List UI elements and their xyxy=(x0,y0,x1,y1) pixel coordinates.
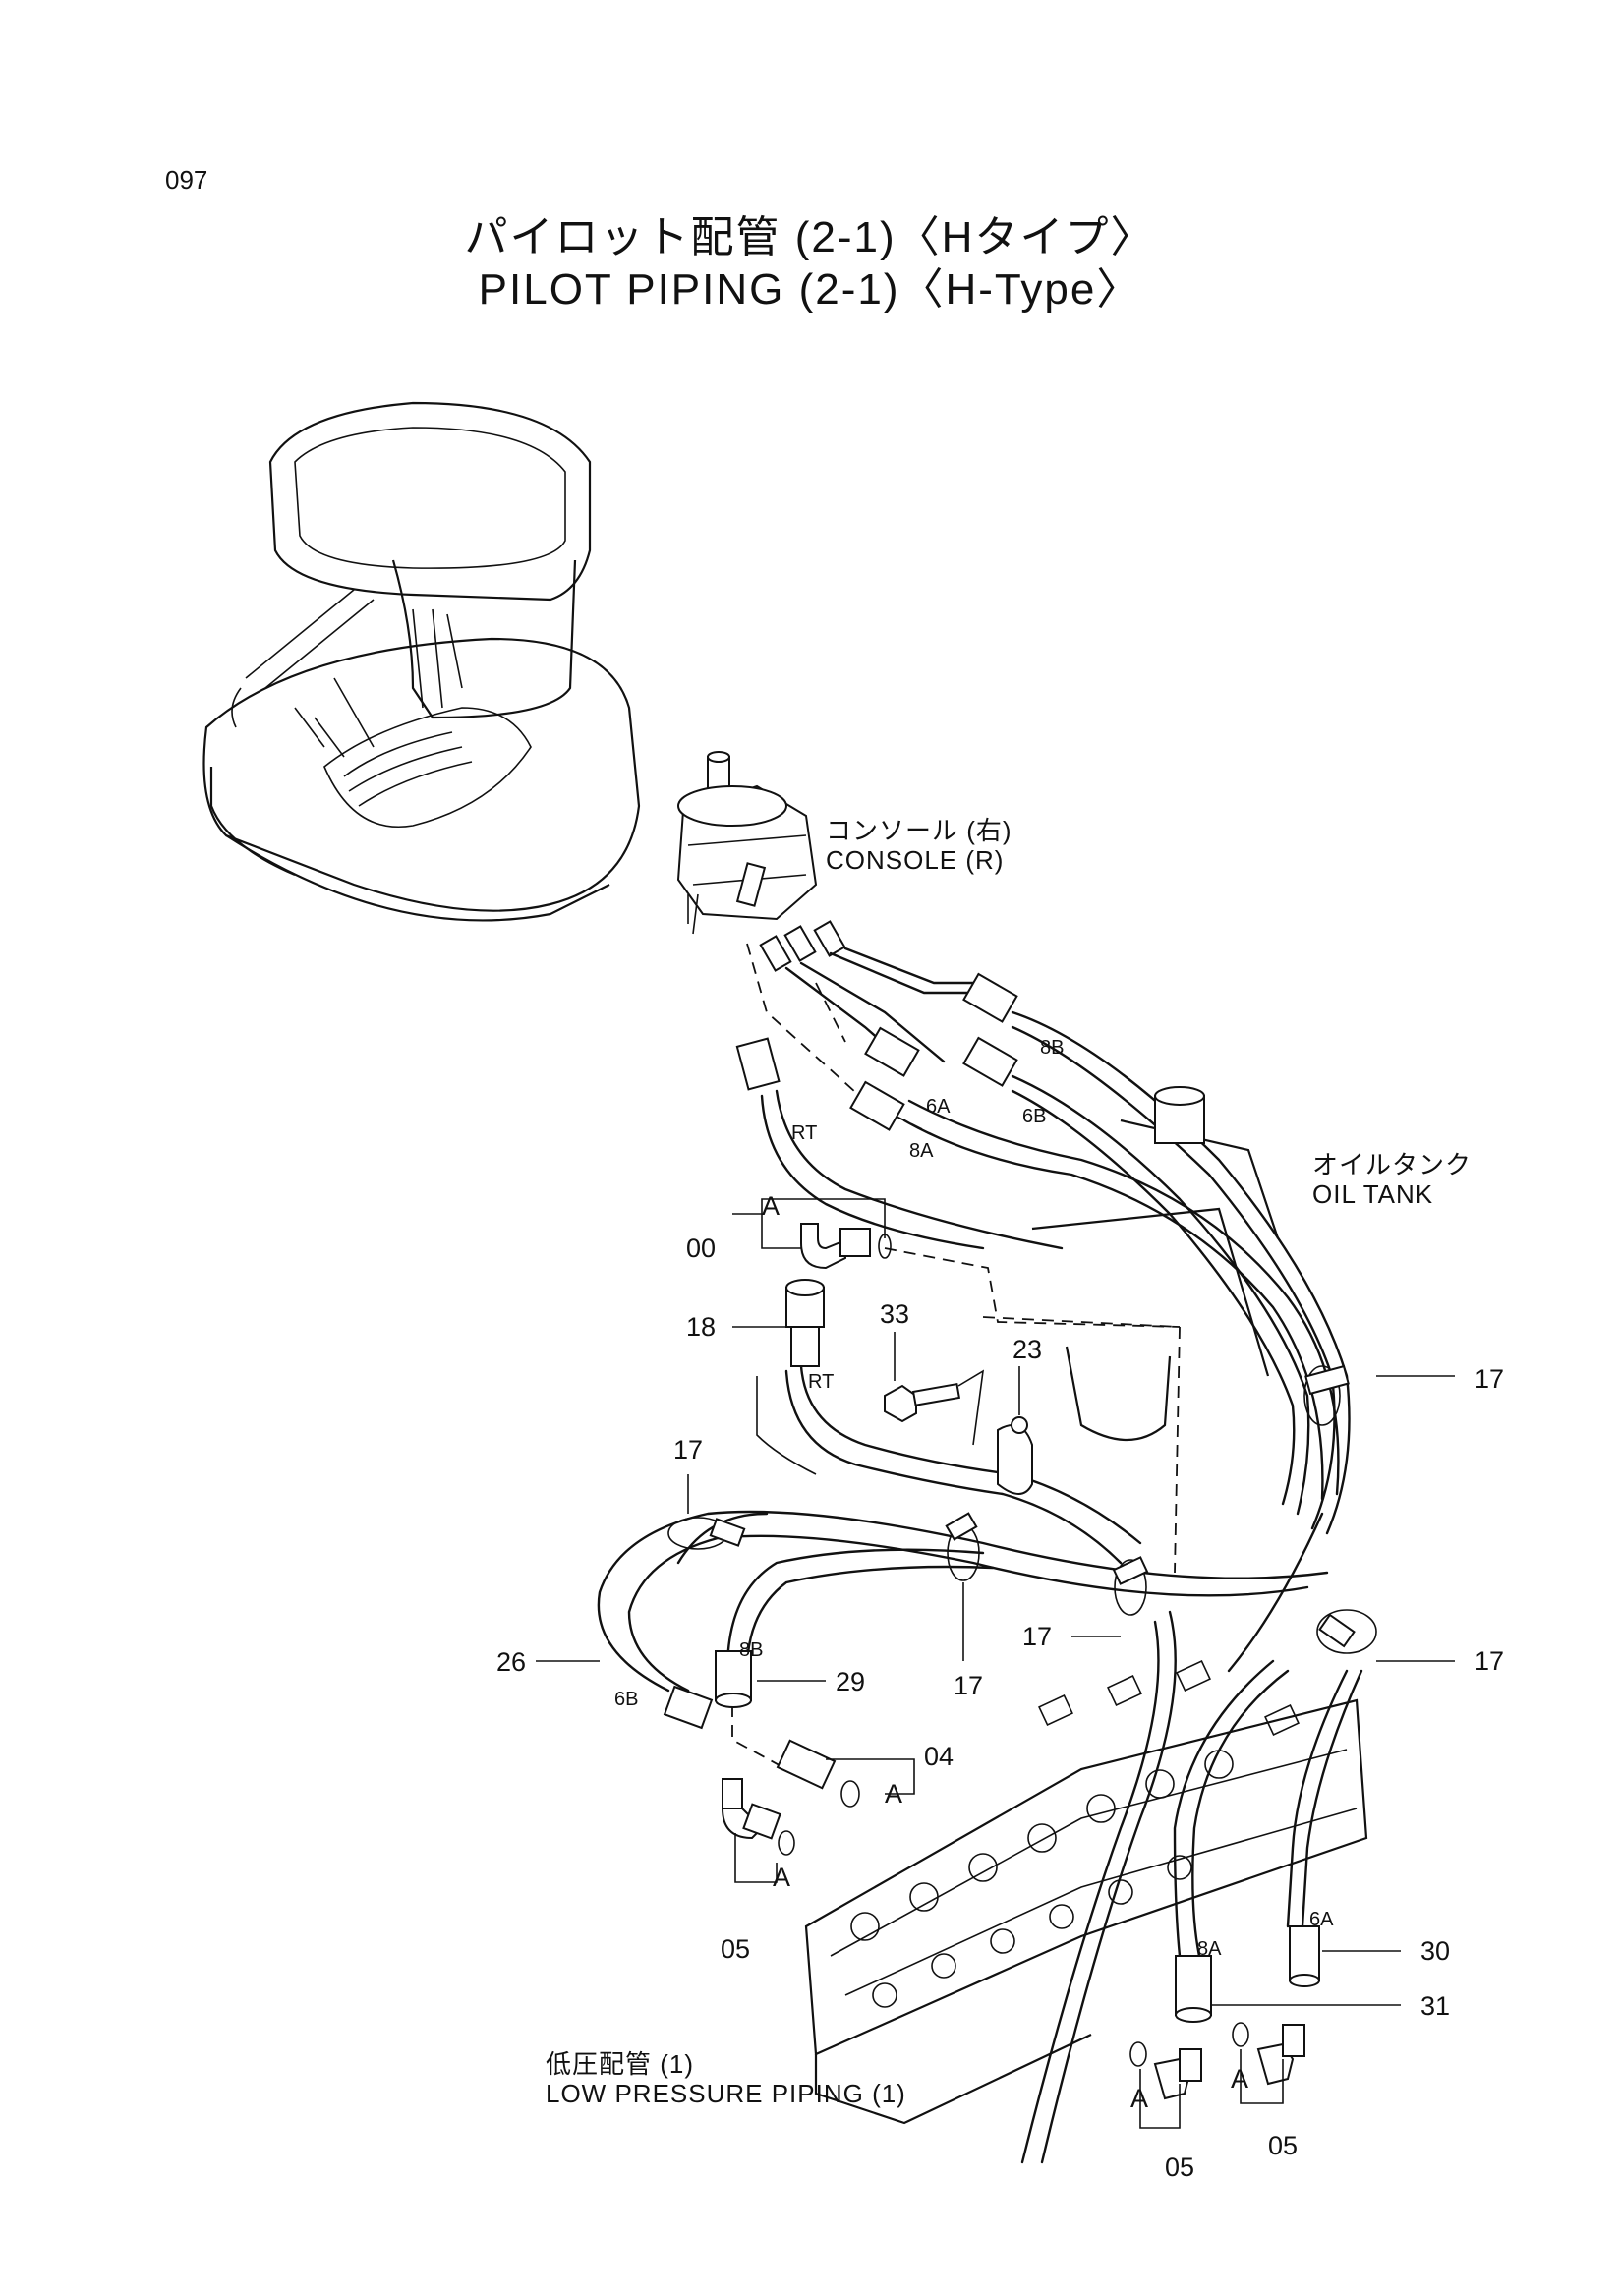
part-number-05-bottom1: 05 xyxy=(1165,2152,1195,2182)
console-label-jp: コンソール (右) xyxy=(826,816,1012,845)
fitting-8a-upper xyxy=(849,1080,905,1131)
part-number-18: 18 xyxy=(686,1312,717,1342)
title-japanese: パイロット配管 (2-1)〈Hタイプ〉 xyxy=(464,213,1156,261)
port-mark-a-04: A xyxy=(885,1779,903,1808)
elbow-fitting-05-bottom-1 xyxy=(1129,2041,1202,2100)
adapter-18 xyxy=(785,1279,825,1367)
leader-lines xyxy=(536,1198,1455,2129)
console-label-en: CONSOLE (R) xyxy=(826,845,1005,875)
clamp-17-middle xyxy=(945,1512,980,1581)
part-number-05-left: 05 xyxy=(721,1934,751,1964)
part-number-31: 31 xyxy=(1420,1991,1451,2021)
oil-tank xyxy=(982,1086,1280,1574)
fitting-6b-upper xyxy=(962,1036,1018,1087)
port-mark-8a-lower: 8A xyxy=(1197,1938,1222,1960)
part-number-33: 33 xyxy=(880,1299,910,1329)
fitting-04 xyxy=(776,1739,860,1808)
low-pressure-label-jp: 低圧配管 (1) xyxy=(546,2049,695,2079)
port-mark-6a: 6A xyxy=(926,1096,951,1118)
title-english: PILOT PIPING (2-1)〈H-Type〉 xyxy=(478,265,1142,314)
fitting-8b-upper xyxy=(962,972,1018,1023)
port-mark-a-05-bottom2: A xyxy=(1231,2064,1249,2094)
part-number-05-bottom2: 05 xyxy=(1268,2131,1299,2160)
part-number-17-right-top: 17 xyxy=(1475,1364,1505,1394)
port-mark-a-05-left: A xyxy=(773,1863,791,1892)
elbow-fitting-05-bottom-2 xyxy=(1232,2022,1305,2086)
port-mark-8b: 8B xyxy=(1040,1037,1065,1059)
oil-tank-label-jp: オイルタンク xyxy=(1312,1150,1473,1179)
fitting-31 xyxy=(1175,1955,1212,2023)
port-mark-6b-lower: 6B xyxy=(614,1689,639,1710)
port-mark-rt-upper: RT xyxy=(791,1122,818,1144)
clamp-17-left xyxy=(667,1517,746,1550)
part-number-29: 29 xyxy=(836,1667,866,1696)
clamp-17-right-top xyxy=(1303,1364,1350,1426)
port-mark-rt-middle: RT xyxy=(808,1371,835,1393)
elbow-fitting-05-left xyxy=(721,1778,795,1856)
low-pressure-label-en: LOW PRESSURE PIPING (1) xyxy=(546,2079,906,2108)
part-number-04: 04 xyxy=(924,1742,955,1771)
port-mark-8a: 8A xyxy=(909,1140,934,1162)
part-number-17-middle: 17 xyxy=(954,1671,984,1700)
part-number-30: 30 xyxy=(1420,1936,1451,1966)
port-mark-6a-lower: 6A xyxy=(1309,1909,1334,1930)
machine-overview-illustration xyxy=(202,401,641,922)
bolt-33 xyxy=(884,1369,985,1446)
port-mark-6b: 6B xyxy=(1022,1106,1047,1127)
port-mark-a-05-bottom1: A xyxy=(1130,2084,1149,2113)
console-right-valve xyxy=(676,751,846,972)
part-number-23: 23 xyxy=(1012,1335,1043,1364)
clamp-23 xyxy=(997,1416,1033,1495)
port-mark-8b-lower: 8B xyxy=(739,1639,764,1661)
page-number: 097 xyxy=(165,165,208,195)
port-mark-a-00: A xyxy=(762,1191,781,1221)
part-number-26: 26 xyxy=(496,1647,527,1677)
part-number-17-low: 17 xyxy=(1022,1622,1053,1651)
fitting-rt-upper xyxy=(735,1037,781,1091)
fitting-30 xyxy=(1289,1925,1320,1987)
fitting-6a-upper xyxy=(864,1026,920,1077)
clamp-17-low xyxy=(1112,1556,1149,1616)
part-number-00: 00 xyxy=(686,1234,717,1263)
elbow-fitting-00 xyxy=(800,1223,892,1270)
fitting-6b-lower xyxy=(663,1685,714,1730)
clamp-17-right-low xyxy=(1316,1609,1377,1654)
control-valve-block xyxy=(804,1659,1368,2125)
oil-tank-label-en: OIL TANK xyxy=(1312,1179,1434,1209)
fitting-29 xyxy=(715,1650,752,1708)
part-number-17-right-low: 17 xyxy=(1475,1646,1505,1676)
part-number-17-left: 17 xyxy=(673,1435,704,1464)
